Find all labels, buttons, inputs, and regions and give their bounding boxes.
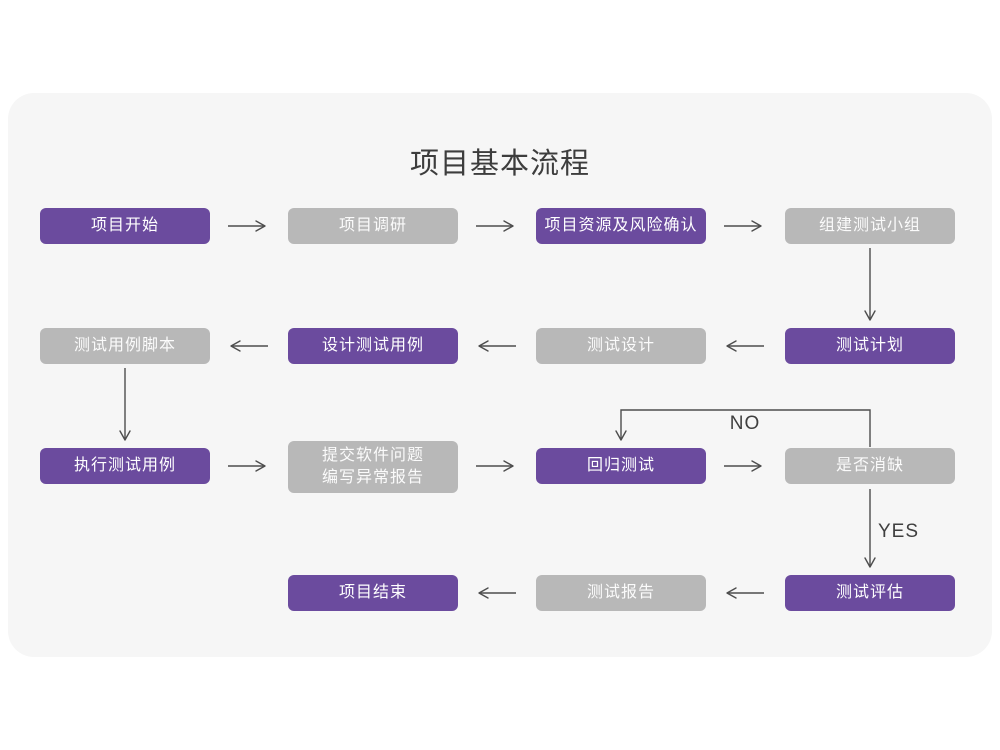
flow-node-regression-test: 回归测试 (536, 448, 706, 484)
flow-node-build-test-team: 组建测试小组 (785, 208, 955, 244)
branch-label-no: NO (729, 413, 761, 434)
diagram-title: 项目基本流程 (409, 148, 590, 180)
flow-node-execute-test-cases: 执行测试用例 (40, 448, 210, 484)
flow-node-test-plan: 测试计划 (785, 328, 955, 364)
flow-node-test-design: 测试设计 (536, 328, 706, 364)
flow-node-design-test-cases: 设计测试用例 (288, 328, 458, 364)
flow-node-project-start: 项目开始 (40, 208, 210, 244)
branch-label-yes: YES (878, 521, 920, 542)
diagram-card (8, 93, 992, 657)
flow-node-project-research: 项目调研 (288, 208, 458, 244)
flow-node-submit-issues-report: 提交软件问题 编写异常报告 (288, 441, 458, 493)
flow-node-project-end: 项目结束 (288, 575, 458, 611)
flow-node-defect-cleared-check: 是否消缺 (785, 448, 955, 484)
flow-node-test-evaluation: 测试评估 (785, 575, 955, 611)
flow-node-test-report: 测试报告 (536, 575, 706, 611)
flow-node-test-case-script: 测试用例脚本 (40, 328, 210, 364)
flow-node-resource-risk-confirm: 项目资源及风险确认 (536, 208, 706, 244)
